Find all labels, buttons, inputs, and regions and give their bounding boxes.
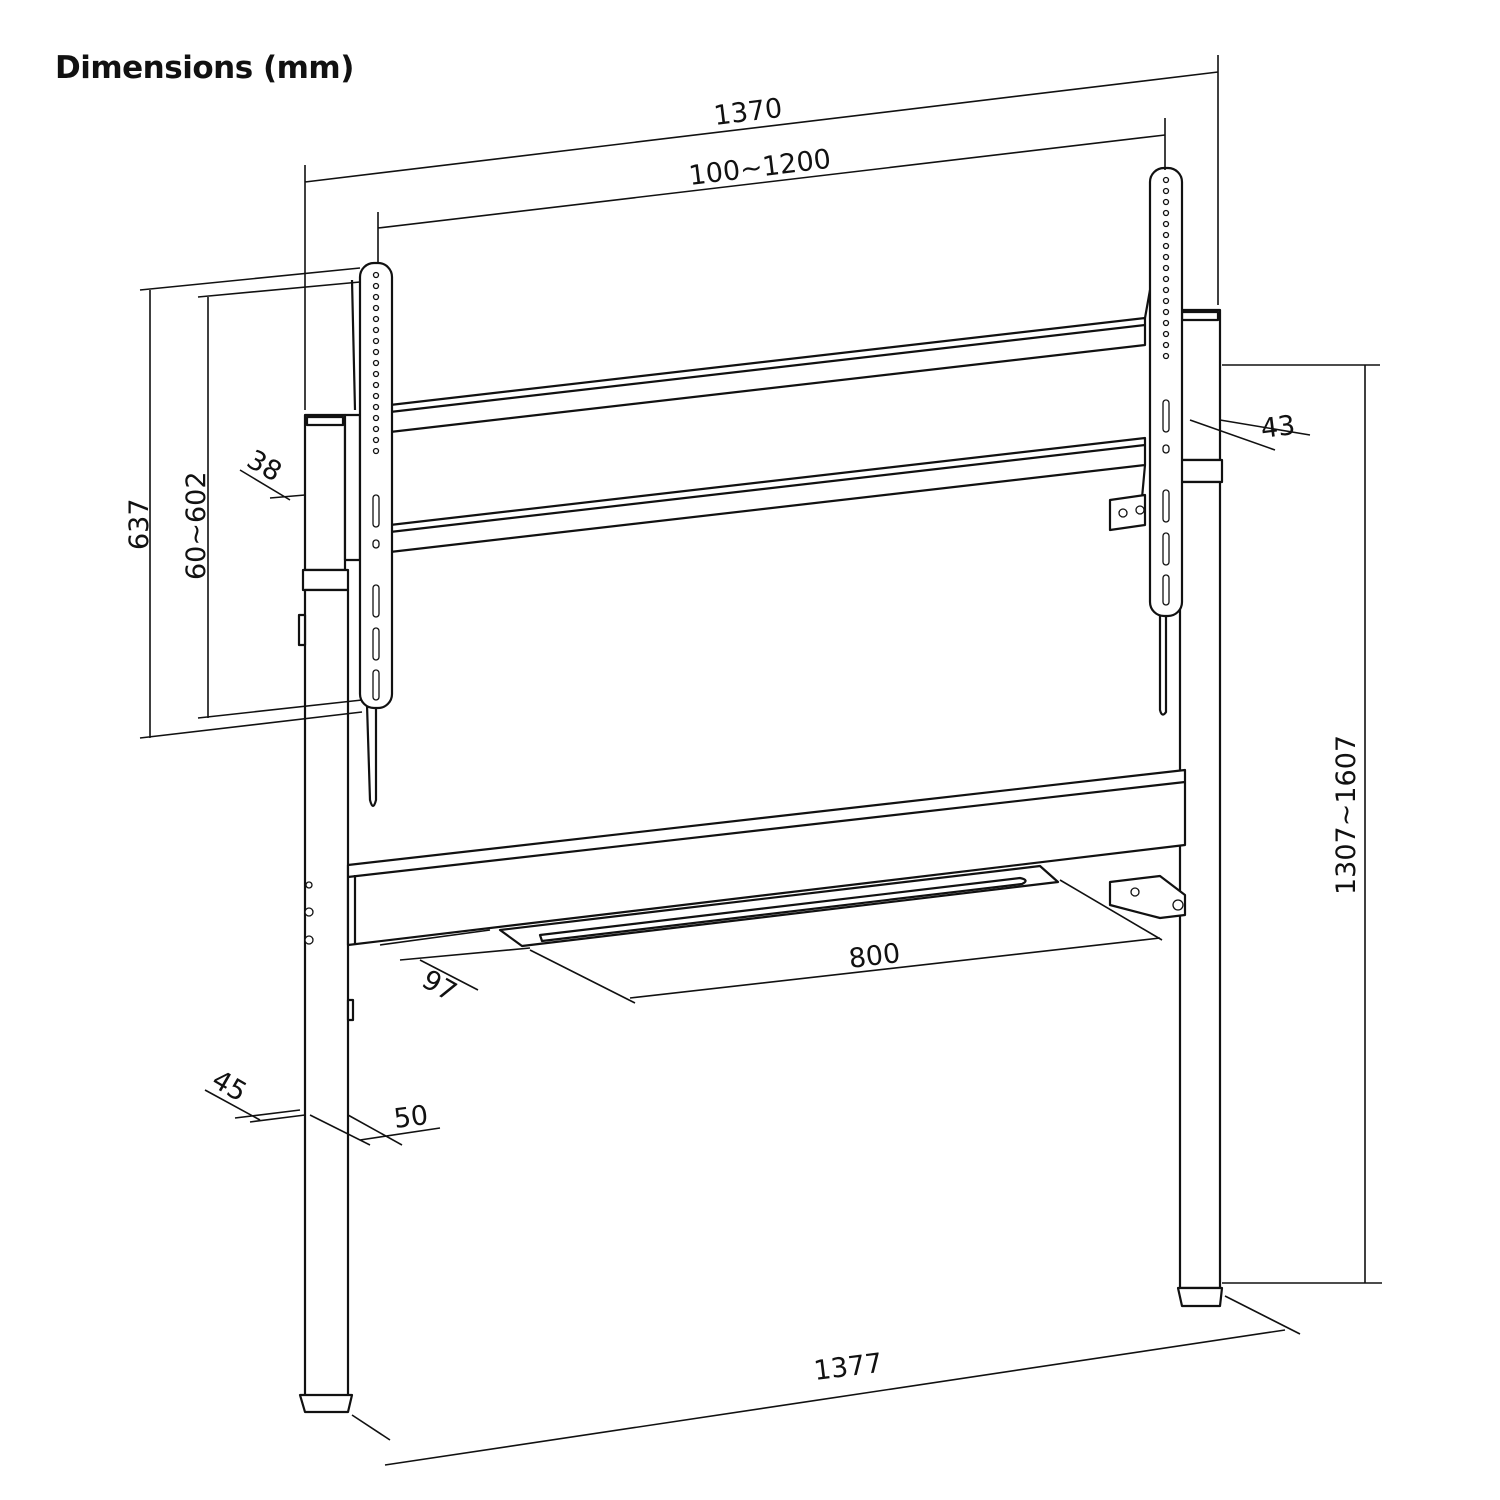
mount-hole <box>1162 286 1170 294</box>
mount-slot <box>372 627 380 661</box>
dim-38: 38 <box>242 444 287 488</box>
mount-slot <box>1162 399 1170 433</box>
mount-hole <box>1162 352 1170 360</box>
mount-slot <box>1162 489 1170 523</box>
mount-hole <box>1162 187 1170 195</box>
dim-1377: 1377 <box>812 1348 884 1387</box>
diagram-title: Dimensions (mm) <box>55 50 354 86</box>
mount-hole <box>1162 231 1170 239</box>
mount-hole <box>372 381 380 389</box>
mount-hole <box>1162 220 1170 228</box>
mount-slot <box>372 584 380 618</box>
mount-hole <box>1162 319 1170 327</box>
mount-hole <box>1162 176 1170 184</box>
mount-hole <box>1162 308 1170 316</box>
right-post <box>1176 308 1224 1308</box>
mount-slot <box>1162 532 1170 566</box>
mount-hole <box>372 425 380 433</box>
mount-hole <box>372 403 380 411</box>
shelf <box>498 864 1060 948</box>
mount-hole <box>1162 253 1170 261</box>
mount-hole <box>372 293 380 301</box>
upper-rail <box>388 316 1147 434</box>
dim-vesa-height: 60~602 <box>181 471 212 580</box>
mount-hole <box>372 348 380 356</box>
mount-hole <box>1162 330 1170 338</box>
accessory-bar <box>346 768 1187 947</box>
mount-slot <box>372 669 380 701</box>
mount-slot <box>372 539 380 549</box>
mount-hole <box>372 326 380 334</box>
dim-637: 637 <box>124 498 155 550</box>
dim-50: 50 <box>392 1100 430 1135</box>
dimension-lines <box>139 55 1382 1466</box>
mount-hole <box>372 436 380 444</box>
mount-hole <box>1162 341 1170 349</box>
mount-hole <box>372 304 380 312</box>
mount-hole <box>372 447 380 455</box>
right-lower-bracket <box>1108 874 1187 920</box>
left-bracket <box>350 261 394 808</box>
right-bracket <box>1108 166 1184 716</box>
left-post <box>297 413 362 1414</box>
mount-hole <box>372 271 380 279</box>
lower-rail <box>388 436 1147 554</box>
mount-hole <box>1162 198 1170 206</box>
mount-slot <box>1162 574 1170 606</box>
dim-800: 800 <box>847 938 902 975</box>
dim-height-range: 1307~1607 <box>1331 735 1362 895</box>
mount-hole <box>372 315 380 323</box>
mount-hole <box>372 392 380 400</box>
dim-45: 45 <box>207 1064 252 1108</box>
mount-hole <box>1162 242 1170 250</box>
dim-97: 97 <box>417 964 462 1008</box>
mount-hole <box>372 337 380 345</box>
dim-43: 43 <box>1259 410 1297 445</box>
mount-hole <box>1162 297 1170 305</box>
mount-hole <box>372 282 380 290</box>
mount-slot <box>1162 444 1170 454</box>
mount-hole <box>1162 209 1170 217</box>
dim-vesa-width: 100~1200 <box>687 144 833 192</box>
mount-hole <box>1162 275 1170 283</box>
mount-hole <box>372 359 380 367</box>
mount-slot <box>372 494 380 528</box>
mount-hole <box>372 370 380 378</box>
mount-hole <box>1162 264 1170 272</box>
mount-hole <box>372 414 380 422</box>
